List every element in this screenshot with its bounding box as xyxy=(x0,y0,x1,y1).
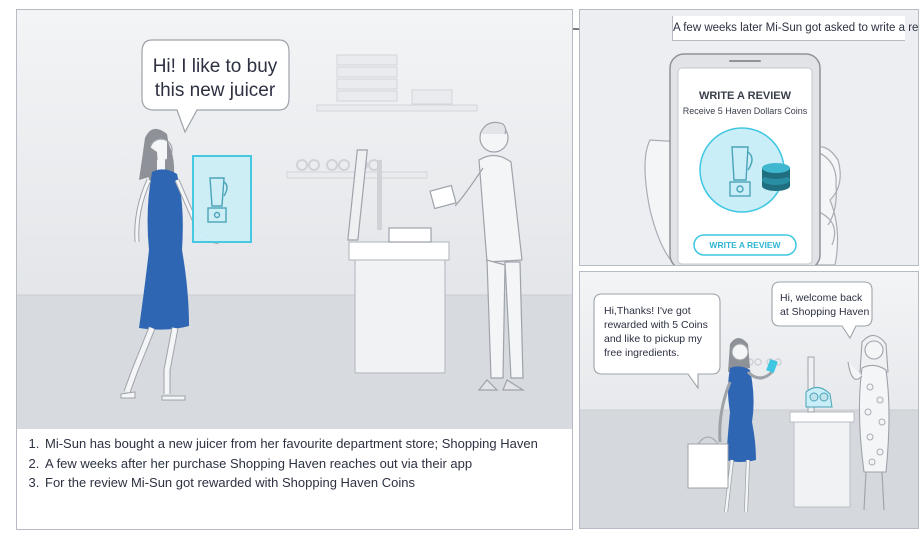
mi-sun-figure xyxy=(120,128,220,401)
story-steps: Mi-Sun has bought a new juicer from her … xyxy=(29,434,563,493)
write-review-button[interactable]: WRITE A REVIEW xyxy=(709,240,781,250)
pickup-counter xyxy=(789,356,855,508)
speech-bubble-mi-sun: Hi! I like to buy this new juicer xyxy=(141,39,290,134)
customer-speech-line-3: and like to pickup my xyxy=(604,333,703,345)
phone-scene xyxy=(580,10,918,265)
coins-icon xyxy=(762,163,790,191)
customer-speech-line-4: free ingredients. xyxy=(604,347,679,359)
phone-subtitle: Receive 5 Haven Dollars Coins xyxy=(682,106,808,116)
mi-sun-figure-pickup xyxy=(687,338,778,513)
clerk-figure xyxy=(847,334,890,511)
speech-bubble-customer xyxy=(593,293,721,390)
phone-title: WRITE A REVIEW xyxy=(698,90,792,102)
comic-panel-purchase: Hi! I like to buy this new juicer Mi-Sun… xyxy=(16,9,573,530)
clerk-speech-line-1: Hi, welcome back xyxy=(780,292,863,304)
pickup-scene: Hi,Thanks! I've got rewarded with 5 Coin… xyxy=(580,272,918,528)
cashier-counter xyxy=(347,149,450,374)
comic-panel-pickup: Hi,Thanks! I've got rewarded with 5 Coin… xyxy=(579,271,919,529)
juicer-box xyxy=(192,155,252,243)
story-step-1: Mi-Sun has bought a new juicer from her … xyxy=(43,434,563,454)
clerk-speech-line-2: at Shopping Haven xyxy=(780,306,869,318)
shopping-bag xyxy=(687,443,729,489)
speech-bubble-clerk xyxy=(771,281,873,340)
customer-speech-line-2: rewarded with 5 Coins xyxy=(604,319,708,331)
caption-box: A few weeks later Mi-Sun got asked to wr… xyxy=(672,16,918,41)
speech-line-1: Hi! I like to buy xyxy=(153,56,278,77)
story-step-3: For the review Mi-Sun got rewarded with … xyxy=(43,473,563,493)
comic-panel-review-request: A few weeks later Mi-Sun got asked to wr… xyxy=(579,9,919,266)
glasses-display xyxy=(296,159,380,171)
cashier-figure xyxy=(429,121,526,391)
write-review-button-shape xyxy=(693,234,797,256)
speech-line-2: this new juicer xyxy=(155,80,276,101)
story-step-2: A few weeks after her purchase Shopping … xyxy=(43,454,563,474)
store-scene: Hi! I like to buy this new juicer xyxy=(17,10,572,429)
customer-speech-line-1: Hi,Thanks! I've got xyxy=(604,305,691,317)
